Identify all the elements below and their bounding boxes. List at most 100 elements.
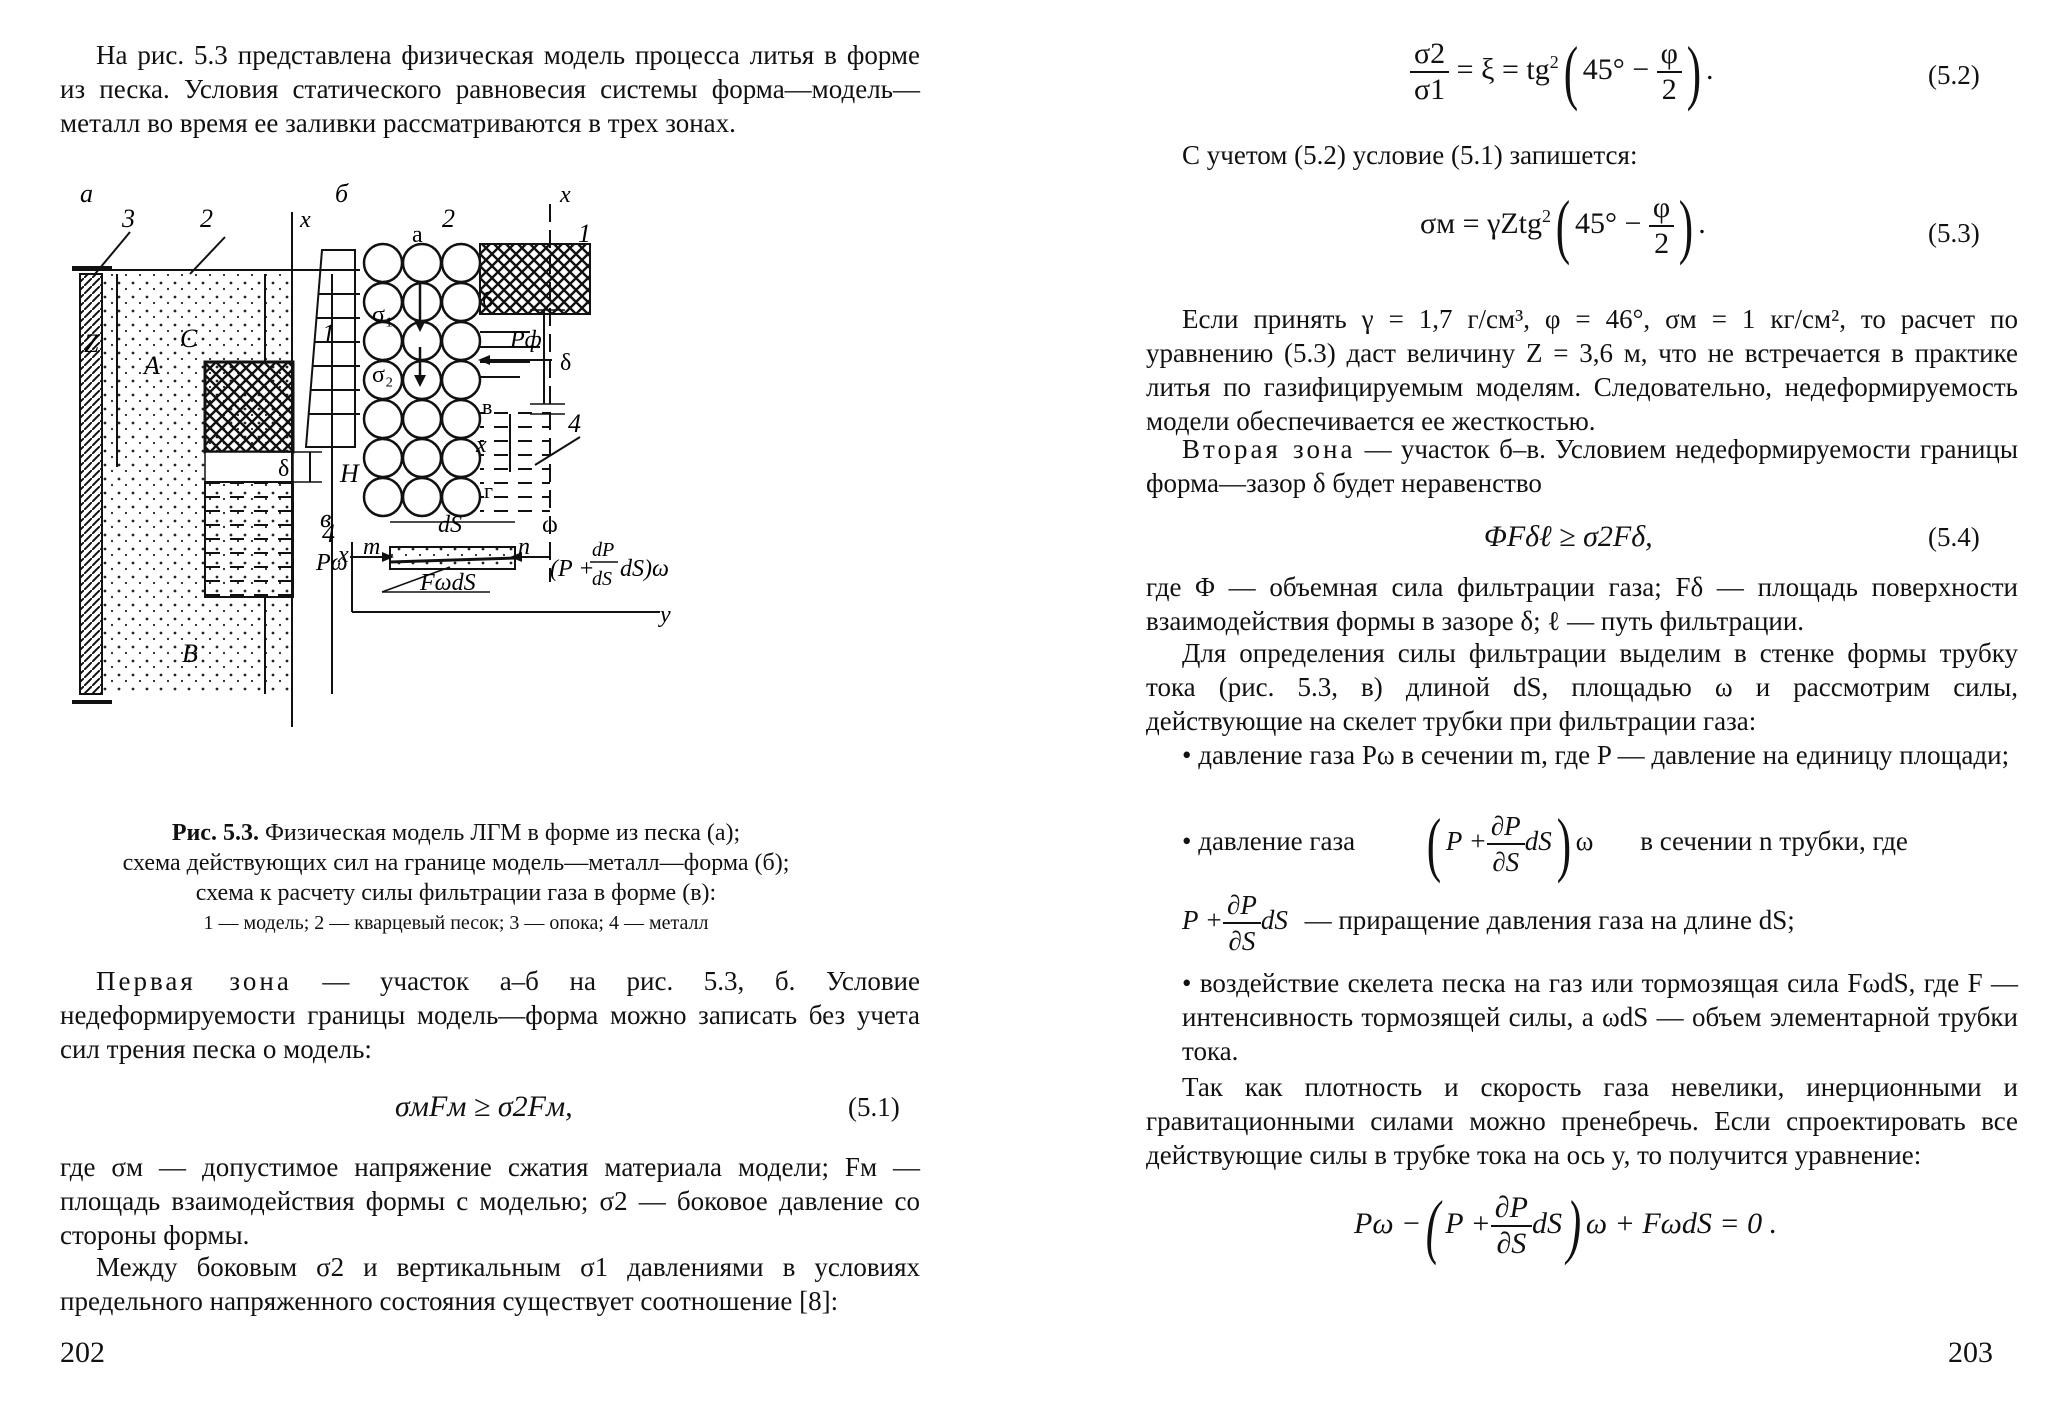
intro-paragraph: На рис. 5.3 представлена физическая моде… <box>60 40 920 138</box>
zone2-heading: Вторая зона <box>1182 434 1356 464</box>
incr-text: — приращение давления газа на длине dS; <box>1304 905 1795 936</box>
label-x-b: x <box>559 182 571 208</box>
label-n: n <box>518 534 530 560</box>
b2-dS: ∂S <box>1492 847 1520 877</box>
eq53-angle: 45° − <box>1574 206 1642 240</box>
label-2: 2 <box>200 204 213 233</box>
label-delta-b: δ <box>560 350 571 376</box>
equation-5-2-number: (5.2) <box>1928 60 1980 90</box>
between-paragraph: Между боковым σ2 и вертикальным σ1 давле… <box>60 1252 920 1316</box>
eq52-mid: = ξ = tg <box>1456 52 1550 86</box>
eq52-two: 2 <box>1661 73 1677 106</box>
since-paragraph: Так как плотность и скорость газа невели… <box>1146 1072 2018 1170</box>
equation-5-1-number: (5.1) <box>848 1092 900 1122</box>
caption-line-1: Физическая модель ЛГМ в форме из песка (… <box>264 820 741 846</box>
label-rhs-pre: (P + <box>550 556 594 582</box>
label-rhs-den: dS <box>592 568 612 590</box>
point-g: г <box>484 478 493 503</box>
zone1-text: — участок а–б на рис. 5.3, б. Условие не… <box>60 966 920 1064</box>
label-rhs-post: dS)ω <box>620 556 669 582</box>
label-2b: 2 <box>442 204 455 233</box>
eq52-angle: 45° − <box>1582 52 1650 86</box>
with52-paragraph: С учетом (5.2) условие (5.1) запишется: <box>1182 140 1638 170</box>
equation-5-4-number: (5.4) <box>1928 522 1980 552</box>
b2-dP: ∂P <box>1490 811 1521 841</box>
label-4b: 4 <box>568 409 581 438</box>
final-dS: ∂S <box>1496 1227 1527 1260</box>
b2-P: P + <box>1445 826 1487 857</box>
incr-dS: ∂S <box>1228 926 1256 956</box>
label-delta-a: δ <box>278 456 289 482</box>
eq53-phi: φ <box>1648 191 1675 227</box>
figure-caption: Рис. 5.3. Физическая модель ЛГМ в форме … <box>96 818 816 938</box>
zone1-heading: Первая зона <box>96 966 292 996</box>
label-Fomega: FωdS <box>419 570 476 596</box>
label-H: H <box>339 459 360 488</box>
label-m: m <box>363 534 380 560</box>
label-Z: Z <box>84 329 99 358</box>
figure-a: а 3 2 x 1 Z C A H δ 4 <box>72 182 360 727</box>
eq52-phi: φ <box>1656 37 1682 73</box>
final-P: P + <box>1445 1206 1491 1240</box>
bullet-1: • давление газа Pω в сечении m, где P — … <box>1182 740 2010 770</box>
left-page: На рис. 5.3 представлена физическая моде… <box>60 40 920 1369</box>
final-dSt: dS <box>1531 1206 1562 1240</box>
label-y: y <box>658 602 671 628</box>
eq52-num: σ2 <box>1410 37 1450 73</box>
incr-P: P + <box>1182 905 1223 936</box>
label-x-a: x <box>299 207 311 233</box>
point-b: б <box>482 287 493 312</box>
if-paragraph: Если принять γ = 1,7 г/см³, φ = 46°, σм … <box>1146 304 2018 436</box>
zone2-paragraph: Вторая зона — участок б–в. Условием неде… <box>1146 432 2018 500</box>
label-sigma1: σ₁ <box>372 302 393 328</box>
label-3: 3 <box>121 204 135 233</box>
bullet-2-pre: • давление газа <box>1182 826 1356 857</box>
where2-paragraph: где Φ — объемная сила фильтрации газа; F… <box>1146 572 2018 636</box>
point-a: а <box>412 222 423 248</box>
label-v: в <box>320 504 331 533</box>
label-4: 4 <box>322 519 335 548</box>
bullet-2-post: в сечении n трубки, где <box>1640 826 1908 857</box>
label-Pf: Pф <box>509 327 542 353</box>
bullet-3: • воздействие скелета песка на газ или т… <box>1182 968 2018 1066</box>
caption-line-3: схема к расчету силы фильтрации газа в ф… <box>195 880 717 906</box>
label-b: б <box>335 182 349 208</box>
figure-v: в x y m dS n ω Pω (P + dP dS dS)ω Fωd <box>315 504 671 628</box>
b2-omega: ω <box>1575 826 1594 857</box>
label-1: 1 <box>322 319 335 348</box>
eq53-two: 2 <box>1654 227 1670 260</box>
where1-paragraph: где σм — допустимое напряжение сжатия ма… <box>60 1152 920 1250</box>
filt-paragraph: Для определения силы фильтрации выделим … <box>1146 638 2018 736</box>
b2-dSt: dS <box>1524 826 1552 857</box>
final-post: ω + FωdS = 0 . <box>1585 1206 1778 1240</box>
incr-dSt: dS <box>1260 905 1288 936</box>
incr-dP: ∂P <box>1226 890 1257 920</box>
point-v: в <box>482 394 492 419</box>
label-C: C <box>180 324 198 353</box>
label-A: A <box>142 351 160 380</box>
label-dS: dS <box>438 512 462 538</box>
caption-line-2: схема действующих сил на границе модель—… <box>122 850 790 876</box>
label-sigma2: σ₂ <box>372 362 393 388</box>
label-rhs-num: dP <box>592 539 614 561</box>
label-x-small: x <box>475 432 487 458</box>
final-pre: Pω − <box>1354 1206 1422 1240</box>
page-number-right: 203 <box>1948 1336 1993 1369</box>
equation-5-3-number: (5.3) <box>1928 218 1980 248</box>
figure-5-3: а 3 2 x 1 Z C A H δ 4 <box>72 182 671 727</box>
figure-b: б <box>304 182 591 582</box>
label-Pomega: Pω <box>315 550 348 576</box>
equation-5-4: ΦFδℓ ≥ σ2Fδ, <box>1484 520 1653 553</box>
caption-title: Рис. 5.3. <box>171 820 259 846</box>
eq52-den: σ1 <box>1414 73 1446 106</box>
page-number-left: 202 <box>60 1336 105 1369</box>
zone1-paragraph: Первая зона — участок а–б на рис. 5.3, б… <box>60 964 920 1066</box>
label-x-v: x <box>337 542 349 568</box>
label-omega: ω <box>542 512 558 538</box>
label-B: B <box>182 639 198 668</box>
final-dP: ∂P <box>1490 1191 1532 1227</box>
